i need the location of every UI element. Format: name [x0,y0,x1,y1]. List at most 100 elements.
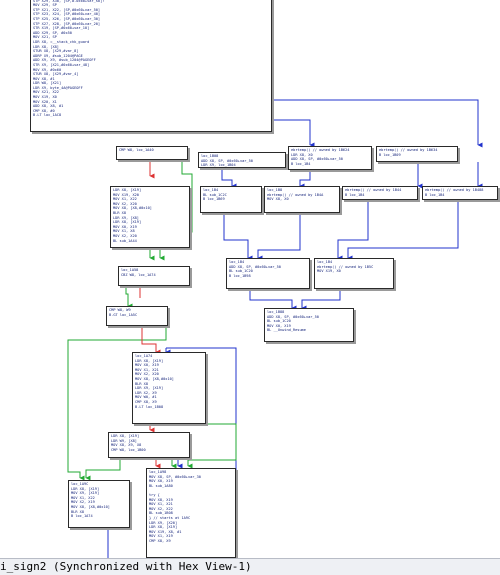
asm-line: MOV X8, [X8,#0x10] [113,206,152,211]
asm-line: MOV X0, X19 [149,479,173,484]
asm-line: loc_1A98 [149,470,167,474]
asm-line: ebrtemp() // owned by 1B4A [267,192,324,197]
asm-line: CMP W8, loc_1B00 [111,447,146,452]
asm-line: CMP X8, X9 [135,399,157,404]
asm-line: CMP W8, loc_1A40 [119,148,154,152]
asm-line: MOV X9, #0x60 [33,67,62,72]
asm-line: LDR X8, [X19] [149,525,178,530]
asm-line: ebrtemp() // owned by 1B624 [291,148,350,152]
asm-line: CMP X8, X9 [149,538,171,543]
asm-line: BL sub_1C20 [229,269,253,274]
asm-line: MOV X19, X20 [113,192,139,197]
asm-line: ADD X8, SP, #0x60+var_50 [291,157,343,162]
asm-line: MOV X19, X0 [33,95,57,100]
asm-line: STR X9, [X21,#0x60+var_48] [33,62,90,67]
asm-line: BL sub_1C2C [203,192,227,197]
asm-line: LDR W9, [X8] [111,438,137,443]
asm-line: STUR X8, [X29,#var_8] [33,49,79,54]
asm-line: BL sub_1B08 [149,511,173,516]
asm-line: B loc_1A74 [71,514,93,519]
asm-line: BLR X8 [135,381,148,386]
view-tab-title[interactable]: i_sign2 (Synchronized with Hex View-1) [0,560,252,573]
asm-line: MOV X2, X19 [71,500,95,505]
asm-line: MOV X19, X0 [317,269,341,274]
asm-line: STUR X8, [X29,#var_4] [33,72,79,77]
asm-line: MOV X8, X9, X8 [111,443,142,448]
asm-line: MOV X0, X19 [267,323,291,328]
asm-line: LDR X2, X9 [135,390,157,395]
asm-line: MOV X1, X21 [149,502,173,507]
asm-line: loc_1A74 [135,354,153,358]
asm-line: LDR X9, byte_4A@PAGEOFF [33,85,83,90]
asm-line: LDR X9, loc_1B04 [201,163,236,168]
asm-line: LDR X8, [X19] [113,188,142,192]
asm-line: STP X29, X30, [SP,#-0x60+var_s0]! [33,0,105,3]
code-block-cmp[interactable]: CMP W8, loc_1A40 [116,146,188,160]
asm-line: ADD X8, SP, #0x60+var_50 [267,314,319,319]
asm-line: MOV X1, X19 [149,534,173,539]
asm-line: MOV X29, SP [33,3,57,8]
asm-line: LDR X9, [X8] [113,215,139,220]
asm-line: MOV X2, X20 [113,233,137,238]
asm-line: BL __Unwind_Resume [267,328,306,333]
asm-line: loc_1B4 [203,188,219,192]
asm-line: ADD X8, SP, #0x60+var_50 [229,264,281,269]
asm-line: LDR X8, [X19] [135,358,164,363]
asm-line: CBZ W8, loc_1A74 [121,272,156,277]
asm-line: MOV X1, X22 [71,495,95,500]
asm-line: STR X19, [SP,#0x60+var_10] [33,26,90,31]
asm-line: ADRP X9, #sub_1204@PAGE [33,53,83,58]
asm-line: MOV X8, [X8,#0x10] [71,504,110,509]
asm-line: loc_1A58 [121,268,139,272]
asm-line: STP X23, X24, [SP,#0x60+var_40] [33,12,101,17]
asm-line: ADD X29, SP, #0x50 [33,30,72,35]
asm-line: B loc_1B98 [229,273,251,278]
asm-line: loc_1B4 [317,260,333,264]
asm-line: BLR X8 [113,210,126,215]
asm-line: MOV X2, X20 [113,201,137,206]
asm-line: CMP X8, #0 [33,108,55,113]
asm-line: LDR X8, [X8] [33,44,59,49]
asm-line: MOV X0, X19 [135,363,159,368]
graph-view[interactable]: _fastcall (++ _gnu_personality_v0STP X29… [0,0,500,558]
asm-line: MOV W0, #1 [135,395,157,400]
asm-line: MOV X1, X22 [113,197,137,202]
asm-line: LDR X8, X0 [291,152,313,157]
asm-line: B loc_1B69 [203,197,225,202]
asm-line: B loc_1B09 [379,152,401,157]
asm-line: loc_1B4 [229,260,245,264]
asm-line: ebrtemp() // owned by 1B488 [425,188,484,192]
code-block-entry[interactable]: _fastcall (++ _gnu_personality_v0STP X29… [30,0,272,132]
asm-line: ebrtemp() // owned by 1B634 [379,148,438,152]
asm-line: MOV X8, #1 [33,76,55,81]
asm-line: MOV X0, X19 [113,224,137,229]
asm-line: loc_1B8 [267,188,283,192]
asm-line: LDR W8, [X21] [33,81,62,86]
asm-line: ebrtemp() // owned by 1B44 [345,188,402,192]
asm-line: B.GT loc_1A5C [109,312,138,317]
view-tab-bar: i_sign2 (Synchronized with Hex View-1) [0,558,500,575]
asm-line: LDR X8, [X19] [113,220,142,225]
asm-line: LDR X8, [X19] [111,434,140,438]
asm-line: LDR X9, [X20] [149,520,178,525]
asm-line: MOV X8, X19 [149,497,173,502]
asm-line: CMP W8, W9 [109,308,131,312]
asm-line: LDR X8, [X19] [71,486,100,491]
